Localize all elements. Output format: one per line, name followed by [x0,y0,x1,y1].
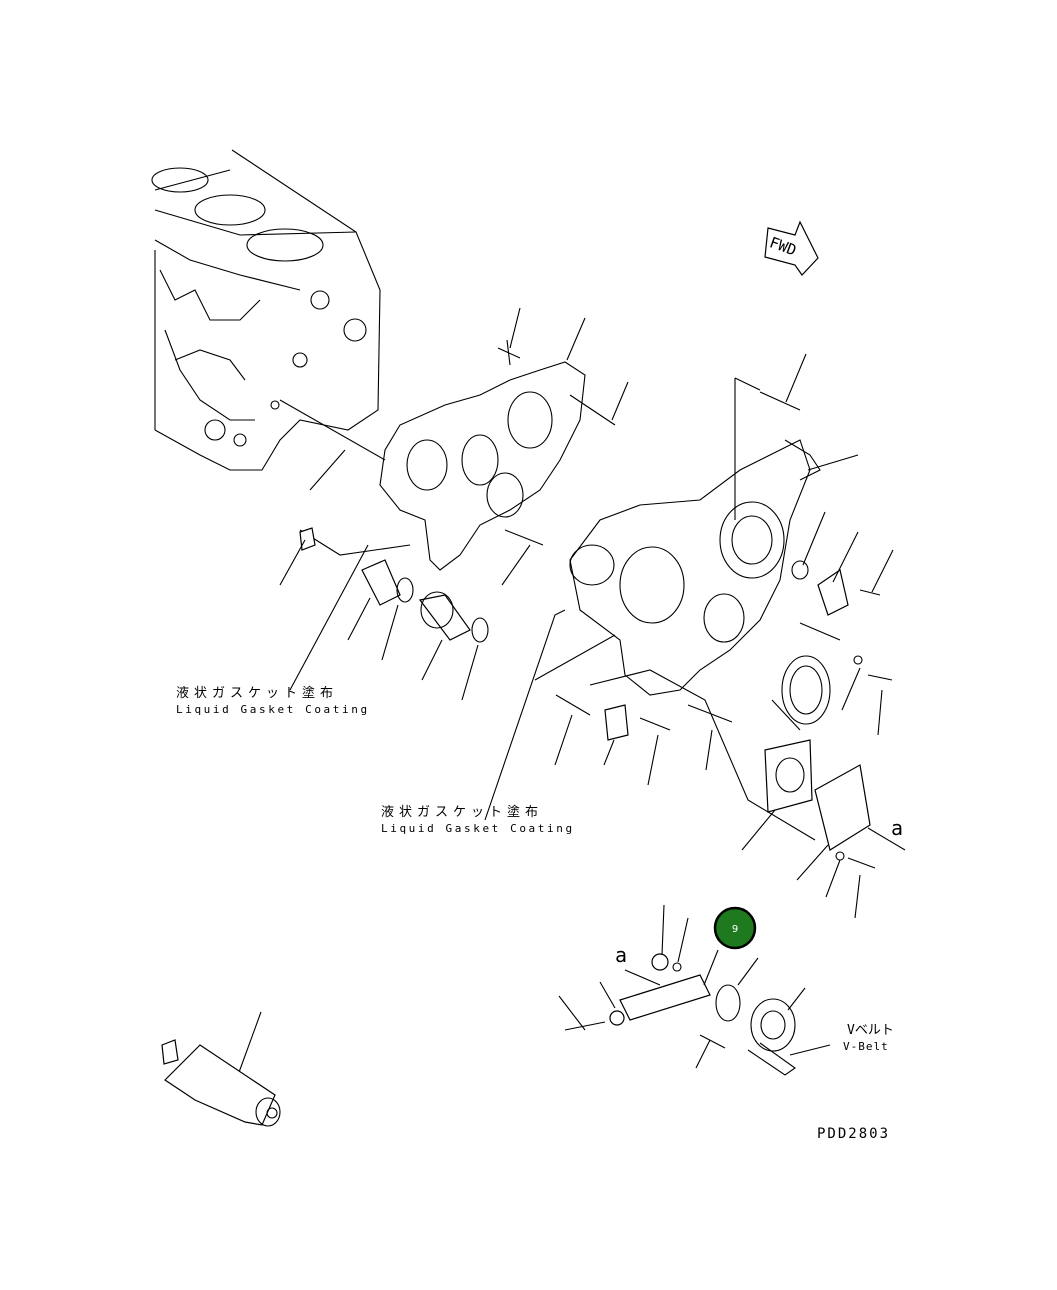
view-a-label-left: a [615,943,627,967]
small-parts [161,527,871,1076]
drawing-number: PDD2803 [817,1126,890,1142]
liquid-gasket-label-jp-1: 液状ガスケット塗布 [176,685,338,701]
liquid-gasket-tube [164,1044,281,1127]
gear-housing [569,377,821,696]
liquid-gasket-label-en-1: Liquid Gasket Coating [176,703,370,716]
fwd-arrow-icon: FWD [764,220,819,276]
liquid-gasket-label-jp-2: 液状ガスケット塗布 [381,804,543,820]
gasket-plate [279,361,586,571]
engine-block [151,149,381,471]
vbelt-label-jp: Vベルト [847,1023,894,1038]
liquid-gasket-label-en-2: Liquid Gasket Coating [381,822,575,835]
part-callout-number: 9 [732,924,738,935]
leader-lines [237,307,906,1076]
view-a-label-right: a [891,816,903,840]
vbelt-label-en: V-Belt [843,1040,889,1053]
bolts [497,339,893,1049]
part-callout-9[interactable]: 9 [713,906,757,950]
